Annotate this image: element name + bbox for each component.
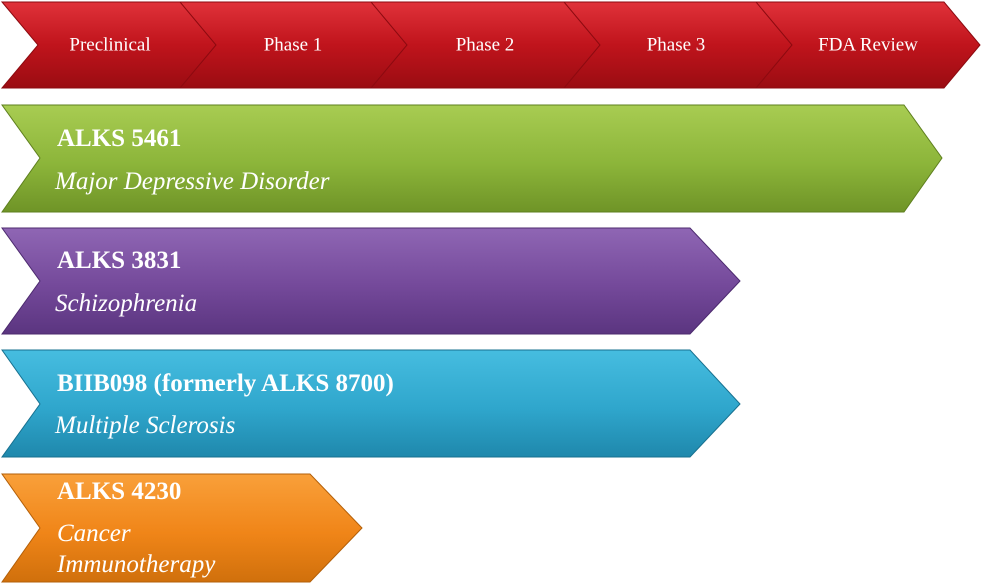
program-name: ALKS 3831 xyxy=(57,247,181,274)
program-alks-3831: ALKS 3831 Schizophrenia xyxy=(1,227,741,335)
program-alks-5461: ALKS 5461 Major Depressive Disorder xyxy=(1,104,943,213)
program-indication: Schizophrenia xyxy=(55,290,197,317)
program-biib098: BIIB098 (formerly ALKS 8700) Multiple Sc… xyxy=(1,349,741,458)
program-indication: Major Depressive Disorder xyxy=(54,168,330,195)
program-indication: Immunotherapy xyxy=(56,551,216,578)
phase-chevron-preclinical: Preclinical xyxy=(0,1,219,89)
phase-label: Preclinical xyxy=(69,35,150,56)
phase-label: Phase 1 xyxy=(264,35,323,56)
program-alks-4230: ALKS 4230 Cancer Immunotherapy xyxy=(1,473,363,583)
program-indication: Multiple Sclerosis xyxy=(54,412,235,439)
phase-label: Phase 2 xyxy=(456,35,515,56)
phase-chevron-phase-2: Phase 2 xyxy=(369,1,603,89)
phase-label: FDA Review xyxy=(818,35,918,56)
phase-chevron-fda-review: FDA Review xyxy=(754,1,981,89)
program-name: BIIB098 (formerly ALKS 8700) xyxy=(57,370,394,397)
program-indication: Cancer xyxy=(57,520,131,547)
program-name: ALKS 4230 xyxy=(57,478,181,505)
phase-label: Phase 3 xyxy=(647,35,706,56)
program-name: ALKS 5461 xyxy=(57,125,181,152)
phase-header: Preclinical Phase 1 Phase 2 Phase 3 FDA … xyxy=(0,1,981,89)
